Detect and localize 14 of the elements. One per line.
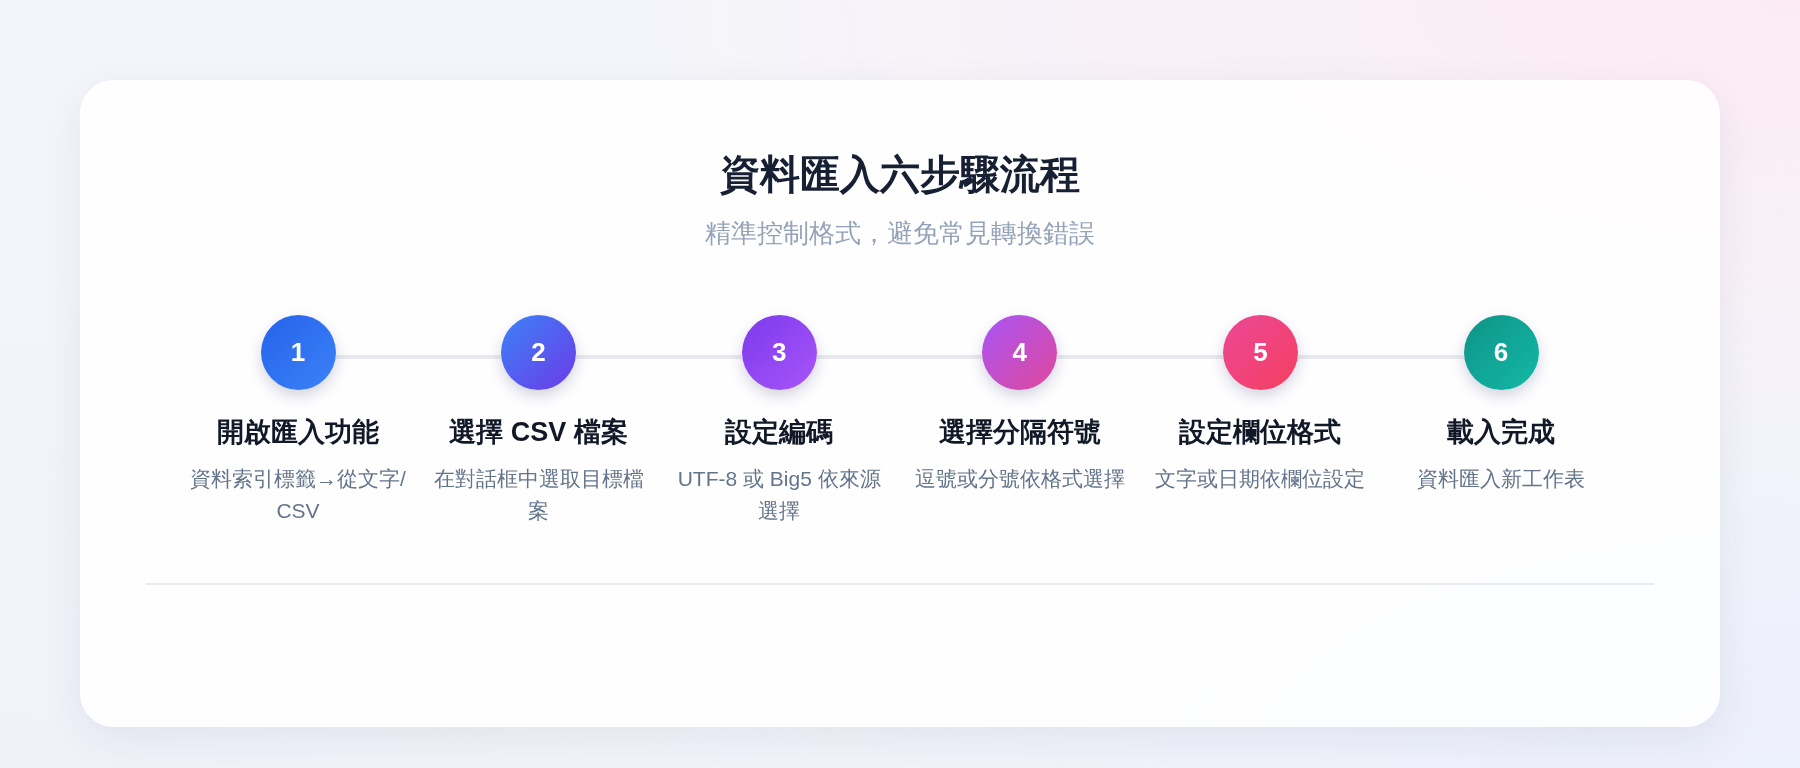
step-description: UTF-8 或 Big5 依來源選擇 bbox=[676, 466, 882, 524]
step-title: 開啟匯入功能 bbox=[217, 416, 379, 449]
step-description: 資料索引標籤→從文字/CSV bbox=[189, 466, 407, 524]
step-title: 設定編碼 bbox=[725, 416, 834, 449]
step-title: 選擇 CSV 檔案 bbox=[449, 416, 628, 449]
step-title: 載入完成 bbox=[1447, 416, 1555, 449]
step-description: 資料匯入新工作表 bbox=[1417, 466, 1585, 492]
step-title: 選擇分隔符號 bbox=[938, 416, 1101, 449]
step-description: 在對話框中選取目標檔案 bbox=[432, 466, 645, 524]
step-description: 逗號或分號依格式選擇 bbox=[914, 466, 1125, 492]
step-description: 文字或日期依欄位設定 bbox=[1155, 466, 1366, 492]
step-title: 設定欄位格式 bbox=[1179, 416, 1342, 449]
title: 資料匯入六步驟流程 bbox=[719, 151, 1081, 198]
subtitle: 精準控制格式，避免常見轉換錯誤 bbox=[704, 217, 1096, 250]
